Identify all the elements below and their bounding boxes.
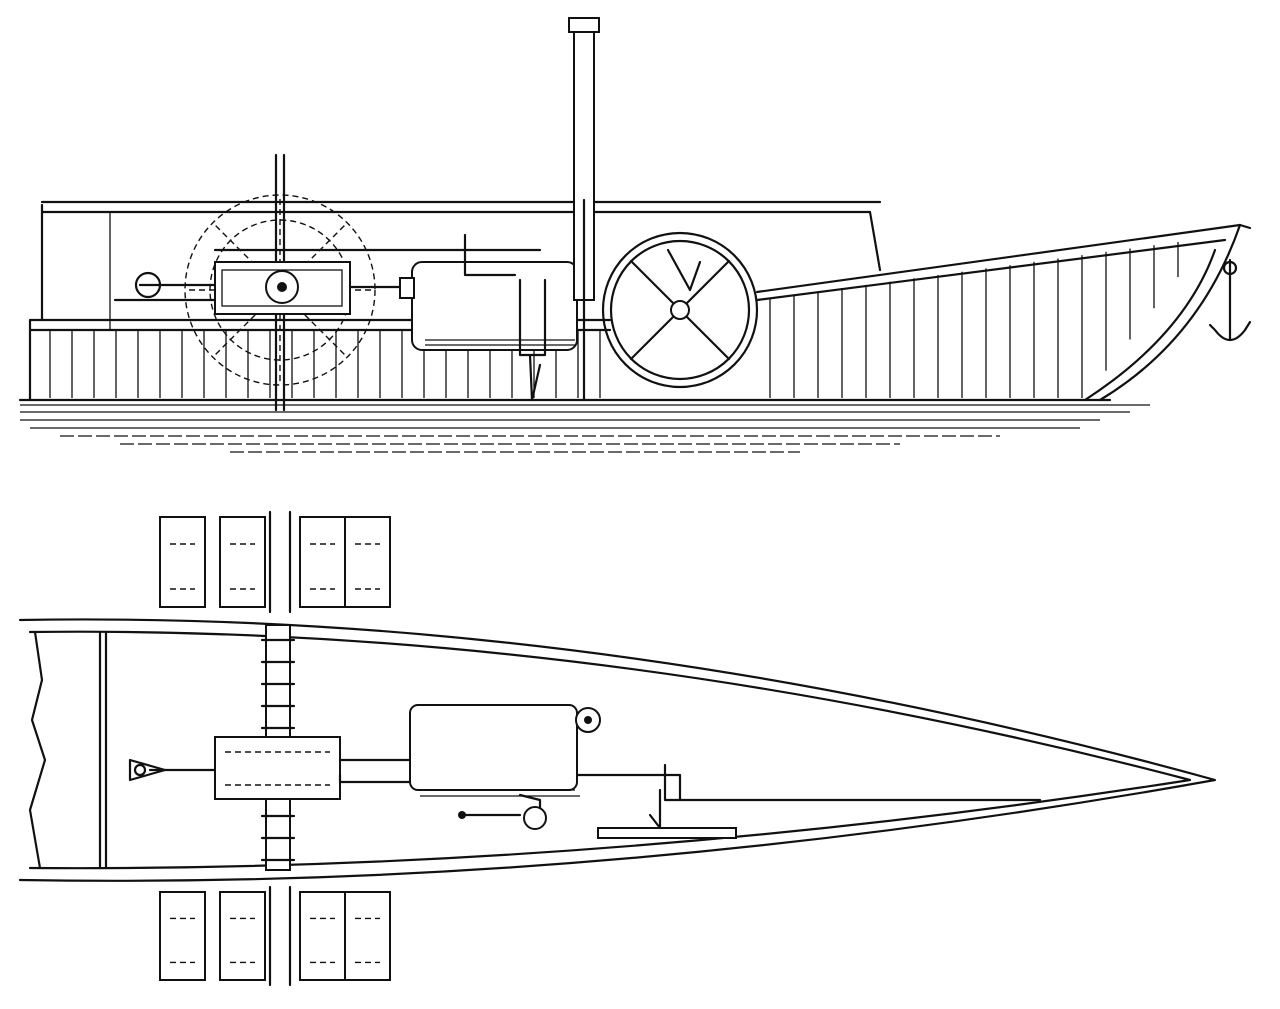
paddle-blade: [344, 516, 391, 608]
paddle-blade-detail: [310, 543, 335, 590]
paddle-blade: [219, 891, 266, 981]
engine-plan: [128, 736, 412, 800]
paddle-axle: [268, 510, 292, 614]
paddle-blade-detail: [170, 543, 195, 590]
paddle-blade-detail: [355, 543, 380, 590]
plan-view: [18, 510, 1217, 987]
paddle-blade-detail: [170, 917, 195, 964]
paddle-blade-detail: [230, 543, 255, 590]
paddle-blade: [219, 516, 266, 608]
chimney: [568, 17, 600, 402]
paddle-blade: [299, 891, 346, 981]
boiler-plan: [409, 704, 1042, 839]
flywheel: [601, 231, 759, 389]
paddle-blade: [159, 516, 206, 608]
water-lines: [20, 404, 1150, 453]
hull-outline: [18, 618, 1217, 882]
paddle-blade-detail: [230, 917, 255, 964]
hull-bow: [755, 223, 1252, 402]
paddle-axle: [268, 885, 292, 987]
paddle-blade: [299, 516, 346, 608]
paddle-blades-top: [159, 510, 391, 614]
side-elevation: [18, 17, 1252, 453]
paddle-blades-bottom: [159, 885, 391, 987]
engine-crosshead: [113, 248, 542, 315]
anchor-icon: [1208, 258, 1252, 342]
cabin-housing: [40, 200, 882, 330]
paddle-blade-detail: [310, 917, 335, 964]
paddle-blade: [159, 891, 206, 981]
paddle-blade: [344, 891, 391, 981]
paddle-blade-detail: [355, 917, 380, 964]
boiler-cylinder: [399, 233, 578, 402]
